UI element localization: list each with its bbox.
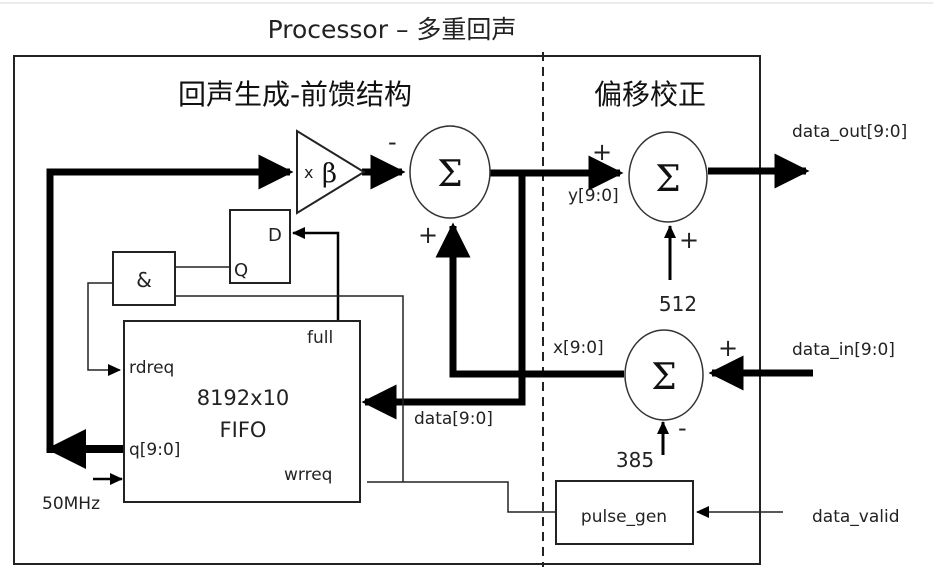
dff-d-label: D [268,225,282,246]
data-bus [361,173,526,420]
sum-offset-add-plus-left: + [592,138,612,166]
and-gate: & [112,251,176,306]
gain-block: x β [296,129,366,215]
sum-offset-sub-plus-sign: + [718,334,738,362]
rdreq-wire [87,282,121,376]
diagram-title: Processor – 多重回声 [268,15,517,44]
pulse-gen-block: pulse_gen [555,480,694,545]
and-input-wire [175,295,404,482]
section-title-echo: 回声生成-前馈结构 [178,78,412,111]
signal-y-label: y[9:0] [568,186,619,206]
signal-data-in-label: data_in[9:0] [792,340,895,360]
sum-echo-symbol: Σ [437,154,462,195]
sum-offset-add-plus-bottom: + [679,226,699,254]
sum-offset-sub-symbol: Σ [651,357,676,398]
wrreq-wire [367,481,556,513]
and-gate-symbol: & [136,268,152,292]
gain-beta-symbol: β [322,159,337,189]
processor-boundary [13,55,761,565]
clock-frequency-label: 50MHz [42,494,100,514]
fifo-port-rdreq: rdreq [129,358,174,378]
q-bus [46,154,294,469]
fifo-size-label: 8192x10 [197,386,290,410]
sum-echo: Σ [409,125,491,219]
fifo-port-q: q[9:0] [129,440,180,460]
signal-x-label: x[9:0] [553,338,604,358]
fifo-port-wrreq: wrreq [284,465,332,485]
sum-offset-add-symbol: Σ [655,159,680,200]
sum-offset-add: Σ [628,131,708,223]
sum-offset-sub: Σ [624,329,704,421]
fifo-name-label: FIFO [220,418,267,442]
fifo-block: 8192x10 FIFO rdreq q[9:0] full wrreq [123,320,361,503]
d-flip-flop: D Q [229,209,291,284]
constant-512-label: 512 [659,292,697,316]
signal-data-out-label: data_out[9:0] [792,122,907,142]
full-wire [292,227,340,327]
signal-data-valid-label: data_valid [812,507,900,527]
dff-q-label: Q [234,260,248,281]
sum-echo-minus-sign: - [388,128,397,156]
sum-offset-sub-minus-sign: - [678,414,687,442]
pulse-gen-label: pulse_gen [581,507,667,527]
constant-385-label: 385 [616,448,654,472]
x-bus [435,222,624,378]
fifo-port-full: full [307,328,333,348]
sum-echo-plus-sign: + [418,221,438,249]
signal-data-label: data[9:0] [414,409,493,429]
section-title-offset: 偏移校正 [594,78,706,111]
gain-prefix: x [304,163,313,182]
